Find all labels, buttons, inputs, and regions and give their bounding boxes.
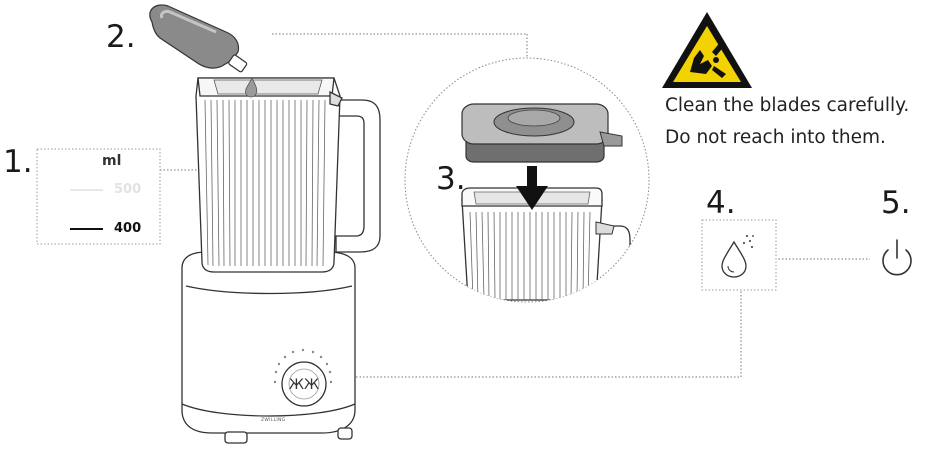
blender-jug (195, 77, 381, 273)
arrow-down-icon (516, 166, 548, 210)
jug-opening (213, 79, 323, 95)
scale-value-500: 500 (114, 182, 142, 197)
lid-icon (461, 103, 623, 163)
jug-body (195, 77, 341, 273)
base-top-line (185, 285, 353, 295)
brand-text: ZWILLING (261, 418, 286, 423)
detail-jug-ribs (469, 211, 591, 301)
lid-detail-circle (404, 57, 650, 303)
jug-handle (329, 99, 381, 253)
lid-tab (599, 131, 623, 147)
base-bottom-curve (181, 403, 356, 417)
liquid-drop (245, 77, 258, 98)
step-2-label: 2. (106, 19, 136, 55)
dial-inner (288, 368, 320, 400)
warning-blade (712, 40, 726, 78)
foot-right (337, 427, 353, 440)
warning-text-line-2: Do not reach into them. (665, 127, 886, 148)
jug-spout (329, 90, 343, 107)
bottle-cap (228, 54, 248, 73)
lid-bottom (465, 141, 605, 163)
warning-text-line-1: Clean the blades carefully. (665, 95, 910, 116)
detergent-bottle-icon (149, 4, 258, 98)
dial-tick-marks (273, 348, 333, 384)
dispenser-box (701, 219, 777, 291)
step-4-label: 4. (706, 185, 736, 221)
hand-blade-warning-icon (662, 12, 752, 88)
step-5-label: 5. (881, 185, 911, 221)
detail-jug-spout (595, 221, 615, 235)
step-3-label: 3. (436, 161, 466, 197)
blender-base (181, 251, 356, 444)
detail-jug-handle (600, 225, 631, 300)
scale-unit-label: ml (102, 153, 122, 169)
warning-blade-hub (713, 57, 719, 63)
warning-triangle-inner (673, 26, 741, 82)
foot-left (224, 431, 248, 444)
step-1-label: 1. (3, 144, 33, 180)
jug-ribs (204, 99, 326, 267)
scale-value-400: 400 (114, 221, 142, 236)
water-drop-sparkle-icon[interactable] (721, 235, 754, 278)
base-body (181, 251, 356, 434)
power-icon[interactable] (882, 239, 912, 276)
bottle-highlight (160, 9, 217, 34)
warning-hand (690, 50, 712, 74)
dial-logo-icon: ЖЖ (289, 377, 319, 393)
control-dial[interactable]: ЖЖ (273, 348, 333, 407)
lid-cap-top (507, 109, 561, 127)
